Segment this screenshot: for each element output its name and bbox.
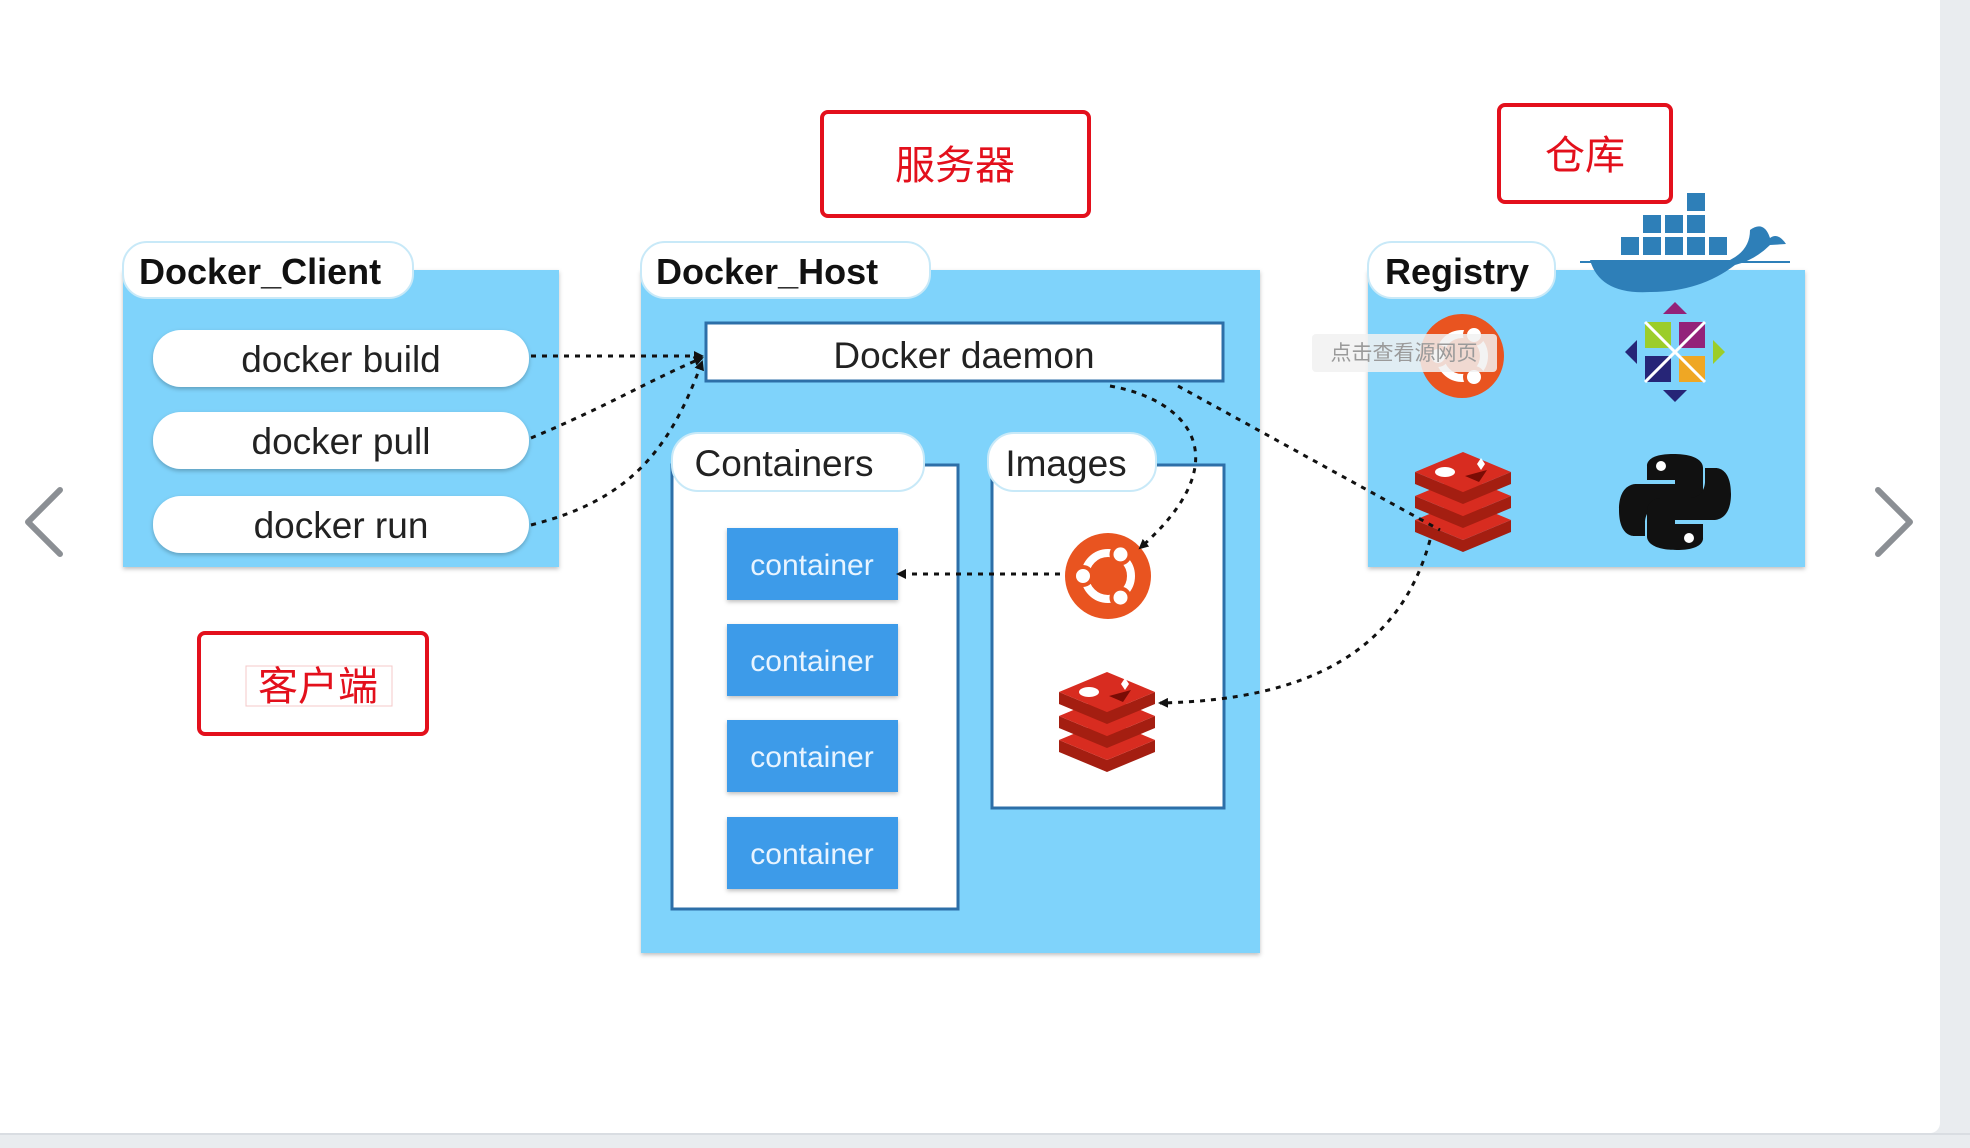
- command-docker-build: docker build: [153, 330, 529, 387]
- client-title: Docker_Client: [139, 251, 381, 292]
- registry-title: Registry: [1385, 251, 1529, 292]
- images-title: Images: [1005, 443, 1126, 484]
- container-label: container: [750, 549, 873, 582]
- docker-host-panel: Docker_Host Docker daemon Containers con…: [640, 241, 1260, 953]
- containers-box: Containers container container container…: [670, 432, 960, 911]
- label-server: 服务器: [820, 110, 1091, 218]
- prev-arrow[interactable]: [25, 487, 63, 557]
- arrow-pull-to-daemon: [530, 356, 704, 440]
- command-label: docker run: [254, 505, 429, 546]
- view-source-tooltip[interactable]: 点击查看源网页: [1312, 334, 1497, 372]
- containers-title: Containers: [695, 443, 874, 484]
- label-client-text: 客户端: [258, 665, 378, 709]
- label-client: 客户端: [197, 631, 429, 736]
- container-block: container: [727, 528, 898, 600]
- centos-icon: [1625, 302, 1725, 402]
- container-block: container: [727, 720, 898, 792]
- images-box: Images: [987, 432, 1226, 810]
- command-label: docker pull: [252, 421, 431, 462]
- next-arrow[interactable]: [1875, 487, 1913, 557]
- container-label: container: [750, 741, 873, 774]
- label-server-text: 服务器: [895, 144, 1015, 188]
- container-block: container: [727, 817, 898, 889]
- container-label: container: [750, 645, 873, 678]
- registry-panel: Registry: [1367, 191, 1805, 567]
- tooltip-text: 点击查看源网页: [1331, 342, 1478, 365]
- docker-client-panel: Docker_Client docker build docker pull d…: [122, 241, 559, 567]
- docker-daemon-box: Docker daemon: [704, 321, 1225, 383]
- redis-icon: [1415, 452, 1511, 552]
- connection-arrows: [530, 351, 1441, 708]
- label-registry-text: 仓库: [1545, 134, 1625, 178]
- host-title: Docker_Host: [656, 251, 878, 292]
- command-docker-run: docker run: [153, 496, 529, 553]
- daemon-label: Docker daemon: [833, 335, 1094, 376]
- bottom-divider: [0, 1133, 1970, 1135]
- label-registry: 仓库: [1497, 103, 1673, 204]
- command-docker-pull: docker pull: [153, 412, 529, 469]
- container-block: container: [727, 624, 898, 696]
- command-label: docker build: [241, 339, 441, 380]
- python-icon: [1619, 454, 1731, 550]
- docker-whale-icon: [1580, 191, 1790, 293]
- ubuntu-icon: [1065, 533, 1151, 619]
- container-label: container: [750, 838, 873, 871]
- redis-icon: [1059, 672, 1155, 772]
- arrow-registry-to-redis: [1158, 539, 1432, 708]
- arrow-daemon-to-ubuntu: [1109, 384, 1198, 550]
- arrow-run-to-daemon: [530, 360, 704, 527]
